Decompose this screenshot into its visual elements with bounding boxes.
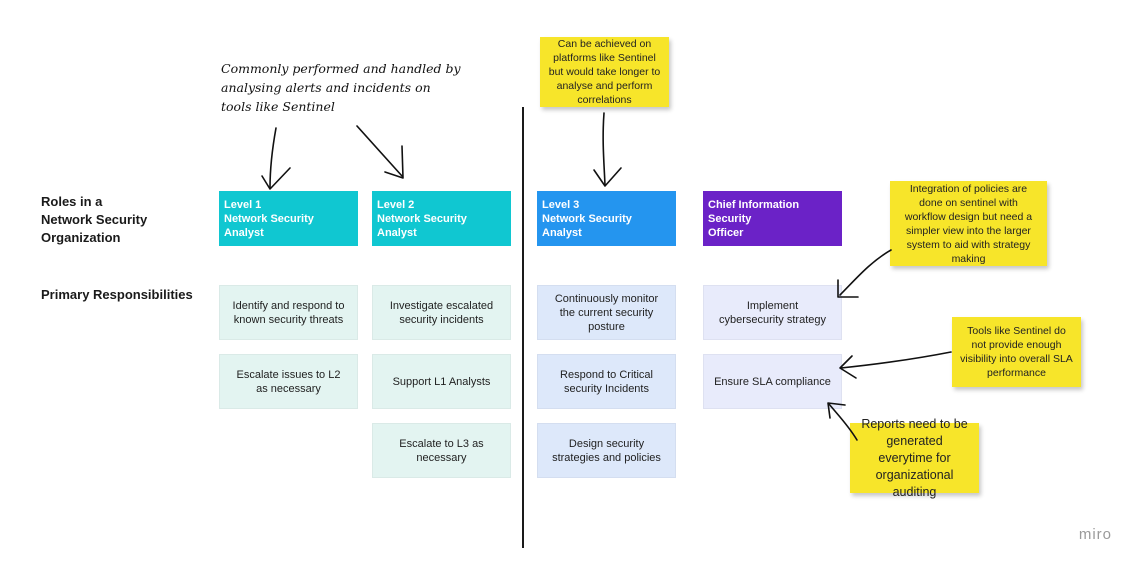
handwritten-line: tools like Sentinel <box>221 99 335 114</box>
roles-heading-line: Roles in a <box>41 194 103 209</box>
role-line2: Network Security Analyst <box>377 212 467 239</box>
sticky-note-sentinel[interactable]: Can be achieved on platforms like Sentin… <box>540 37 669 107</box>
responsibility-card[interactable]: Identify and respond to known security t… <box>219 285 358 340</box>
sticky-note-reports[interactable]: Reports need to be generated everytime f… <box>850 417 979 499</box>
role-level-3[interactable]: Level 3 Network Security Analyst <box>537 191 676 246</box>
roles-heading-line: Network Security <box>41 212 148 227</box>
arrow-to-level-2 <box>356 125 403 177</box>
arrow-from-reports <box>828 403 858 441</box>
role-line1: Level 2 <box>377 198 415 211</box>
responsibility-card[interactable]: Ensure SLA compliance <box>703 354 842 409</box>
responsibility-card[interactable]: Escalate to L3 as necessary <box>372 423 511 478</box>
role-line2: Network Security Analyst <box>542 212 632 239</box>
handwritten-line: analysing alerts and incidents on <box>221 80 431 95</box>
arrow-head <box>837 279 859 298</box>
arrow-to-level-3 <box>602 112 606 186</box>
responsibilities-heading: Primary Responsibilities <box>41 287 193 302</box>
roles-heading-line: Organization <box>41 230 121 245</box>
arrow-to-ciso-sla <box>840 351 952 369</box>
role-line1: Level 3 <box>542 198 580 211</box>
arrow-to-level-1 <box>269 127 277 189</box>
responsibility-card[interactable]: Investigate escalated security incidents <box>372 285 511 340</box>
responsibility-card[interactable]: Continuously monitor the current securit… <box>537 285 676 340</box>
arrow-head <box>839 355 857 379</box>
handwritten-line: Commonly performed and handled by <box>221 61 461 76</box>
responsibility-card[interactable]: Design security strategies and policies <box>537 423 676 478</box>
sticky-note-sla[interactable]: Tools like Sentinel do not provide enoug… <box>952 317 1081 387</box>
arrow-head <box>384 145 404 179</box>
responsibility-card[interactable]: Escalate issues to L2 as necessary <box>219 354 358 409</box>
divider-line <box>522 107 524 548</box>
role-ciso[interactable]: Chief Information Security Officer <box>703 191 842 246</box>
arrow-head <box>261 167 291 190</box>
sticky-note-policies[interactable]: Integration of policies are done on sent… <box>890 181 1047 266</box>
role-line2: Officer <box>708 226 744 239</box>
arrow-head <box>827 402 846 419</box>
responsibility-card[interactable]: Respond to Critical security Incidents <box>537 354 676 409</box>
role-line2: Network Security Analyst <box>224 212 314 239</box>
responsibility-card[interactable]: Support L1 Analysts <box>372 354 511 409</box>
arrow-to-ciso-strategy <box>839 249 892 296</box>
arrow-head <box>593 167 622 187</box>
responsibility-card[interactable]: Implement cybersecurity strategy <box>703 285 842 340</box>
handwritten-note[interactable]: Commonly performed and handled by analys… <box>221 59 461 116</box>
role-level-2[interactable]: Level 2 Network Security Analyst <box>372 191 511 246</box>
role-line1: Chief Information Security <box>708 198 800 225</box>
role-line1: Level 1 <box>224 198 262 211</box>
miro-logo: miro <box>1078 526 1112 543</box>
roles-heading: Roles in a Network Security Organization <box>41 193 147 247</box>
role-level-1[interactable]: Level 1 Network Security Analyst <box>219 191 358 246</box>
